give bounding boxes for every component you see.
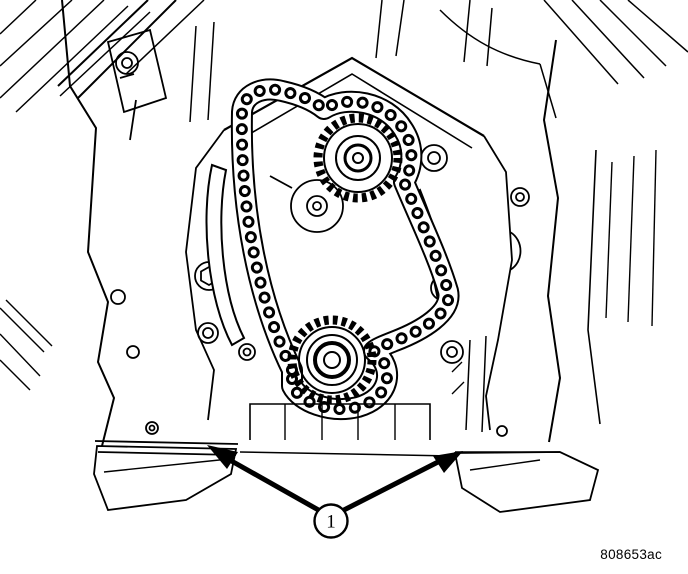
callout-1: 1: [313, 503, 349, 539]
callout-arrowhead-right: [433, 451, 463, 473]
engine-outline: [61, 0, 657, 447]
callout-arrowhead-left: [207, 445, 238, 469]
hatch-top-right: [439, 0, 688, 119]
oil-pan: [93, 403, 600, 513]
timing-cover-edges: [185, 56, 513, 431]
hatch-top-left: [0, 0, 205, 113]
camshaft-sprocket: [313, 113, 403, 203]
callout-1-label: 1: [326, 512, 336, 533]
hatch-left-mid: [0, 299, 53, 391]
mount-bracket: [106, 28, 168, 141]
chain-guide-left: [205, 163, 246, 347]
bolt-bosses: [110, 144, 530, 437]
figure-code: 808653ac: [600, 547, 662, 562]
crankshaft-sprocket: [287, 315, 377, 405]
timing-chain: [230, 78, 460, 421]
callout-arrows: [207, 445, 463, 515]
